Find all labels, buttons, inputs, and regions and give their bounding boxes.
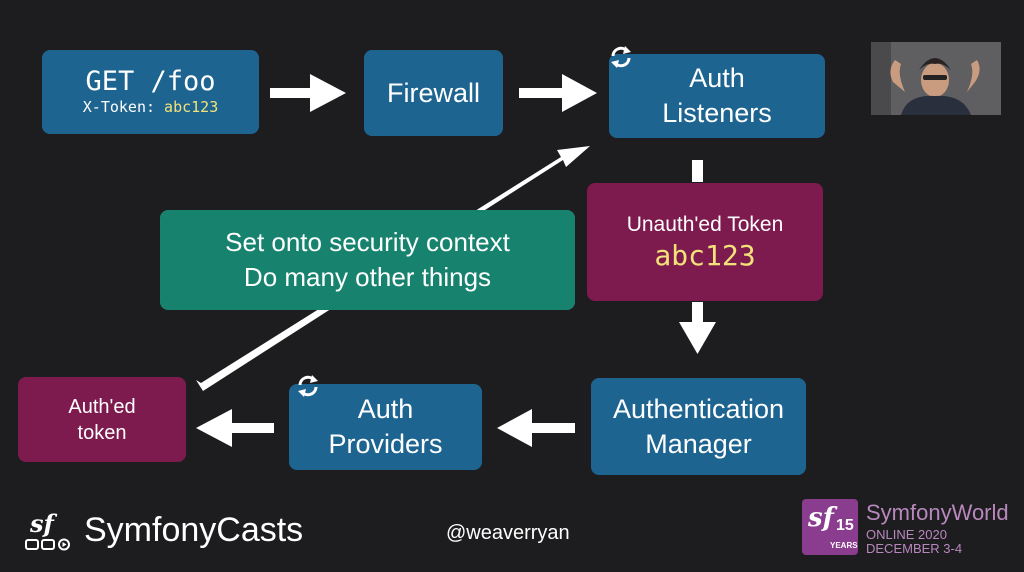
request-header-key: X-Token: — [82, 98, 156, 116]
unauthed-token-box: Unauth'ed Token abc123 — [587, 183, 823, 301]
arrow-request-to-firewall — [270, 74, 346, 112]
symfony-logo-icon: sf — [25, 510, 70, 551]
unauthed-token-label: Unauth'ed Token — [626, 213, 784, 236]
authentication-manager-line2: Manager — [645, 428, 752, 459]
authed-token-line1: Auth'ed — [68, 395, 136, 418]
security-context-box: Set onto security context Do many other … — [160, 210, 575, 310]
arrow-firewall-to-listeners — [519, 74, 597, 112]
auth-listeners-line2: Listeners — [662, 98, 772, 128]
auth-providers-box: Auth Providers — [289, 384, 482, 470]
refresh-icon — [611, 46, 631, 68]
webcam-video — [871, 42, 1001, 115]
auth-providers-line1: Auth — [357, 394, 414, 424]
request-method-line: GET /foo — [85, 66, 216, 97]
arrow-manager-to-providers — [497, 409, 575, 447]
symfonyworld-title: SymfonyWorld — [866, 500, 1009, 525]
auth-listeners-box: Auth Listeners — [609, 54, 825, 138]
presenter-silhouette — [871, 42, 1001, 115]
twitter-handle: @weaverryan — [446, 522, 570, 544]
auth-providers-line2: Providers — [328, 429, 443, 459]
badge-years-number: 15 — [836, 517, 854, 534]
firewall-box: Firewall — [364, 50, 503, 136]
badge-years-label: YEARS — [830, 541, 858, 550]
arrow-providers-to-authed — [196, 409, 274, 447]
security-context-line2: Do many other things — [243, 262, 492, 292]
svg-text:sf: sf — [29, 510, 58, 538]
refresh-icon — [298, 375, 318, 397]
security-context-line1: Set onto security context — [225, 227, 510, 257]
authed-token-line2: token — [77, 421, 127, 444]
auth-listeners-line1: Auth — [689, 63, 745, 93]
symfonyworld-sub2: DECEMBER 3-4 — [866, 541, 963, 556]
arrow-token-to-manager — [679, 302, 716, 354]
authed-token-box: Auth'ed token — [18, 377, 186, 462]
authentication-manager-box: Authentication Manager — [591, 378, 806, 475]
symfonyworld-badge-icon: sf 15 YEARS — [802, 499, 858, 555]
symfonyworld-sub1: ONLINE 2020 — [866, 527, 947, 542]
request-header-value: abc123 — [164, 98, 219, 116]
firewall-label: Firewall — [386, 77, 480, 108]
symfonycasts-logo-text: SymfonyCasts — [84, 511, 304, 549]
request-box: GET /foo X-Token: abc123 — [42, 50, 259, 134]
authentication-manager-line1: Authentication — [612, 393, 785, 424]
unauthed-token-value: abc123 — [654, 239, 756, 272]
arrow-listeners-to-token — [692, 160, 703, 182]
request-header-line: X-Token: abc123 — [83, 97, 218, 117]
